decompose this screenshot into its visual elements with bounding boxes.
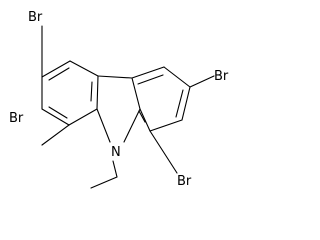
- bond-c1-c2-inner: [48, 106, 68, 119]
- bromine-label-top-left: Br: [28, 10, 43, 25]
- bond-ch2-ch3: [90, 176, 118, 189]
- bond-c6-br: [189, 75, 215, 88]
- bond-c9a-c1: [68, 108, 98, 126]
- bond-c9a-n: [96, 108, 111, 143]
- bond-c1-br: [41, 124, 70, 146]
- bond-lines: [41, 25, 215, 189]
- bond-c9a-c9a-inner: [90, 81, 93, 102]
- atom-labels: Br Br Br N Br: [9, 10, 229, 189]
- bond-c6-c7: [181, 86, 191, 121]
- bond-c4b-c5: [131, 66, 165, 79]
- bond-c1-c2: [41, 108, 70, 126]
- bromine-label-right: Br: [214, 69, 229, 84]
- bond-c5-c6: [163, 66, 191, 88]
- bond-c3-c4: [41, 60, 71, 78]
- bond-c6-c7-inner: [175, 89, 184, 118]
- bond-c8-c8a-inner: [138, 110, 146, 123]
- bond-c4a-c4b: [97, 75, 133, 79]
- bond-c8-br: [149, 130, 178, 174]
- nitrogen-label: N: [111, 145, 121, 160]
- bromine-label-left: Br: [9, 111, 24, 126]
- bond-c7-c8: [149, 119, 183, 132]
- bond-n-ch2: [112, 160, 118, 178]
- bond-c4b-c5-inner: [137, 74, 164, 85]
- bond-c3-c4-inner: [48, 67, 70, 81]
- carbazole-structure-diagram: Br Br Br N Br: [9, 10, 229, 189]
- bond-c4a-c9a: [96, 75, 99, 110]
- bond-c8-c8a: [139, 108, 151, 132]
- bond-c4b-c8a: [131, 77, 141, 110]
- bond-n-c8a: [123, 108, 141, 143]
- bromine-label-bottom-right: Br: [177, 174, 192, 189]
- bond-c4-c4a: [69, 60, 99, 77]
